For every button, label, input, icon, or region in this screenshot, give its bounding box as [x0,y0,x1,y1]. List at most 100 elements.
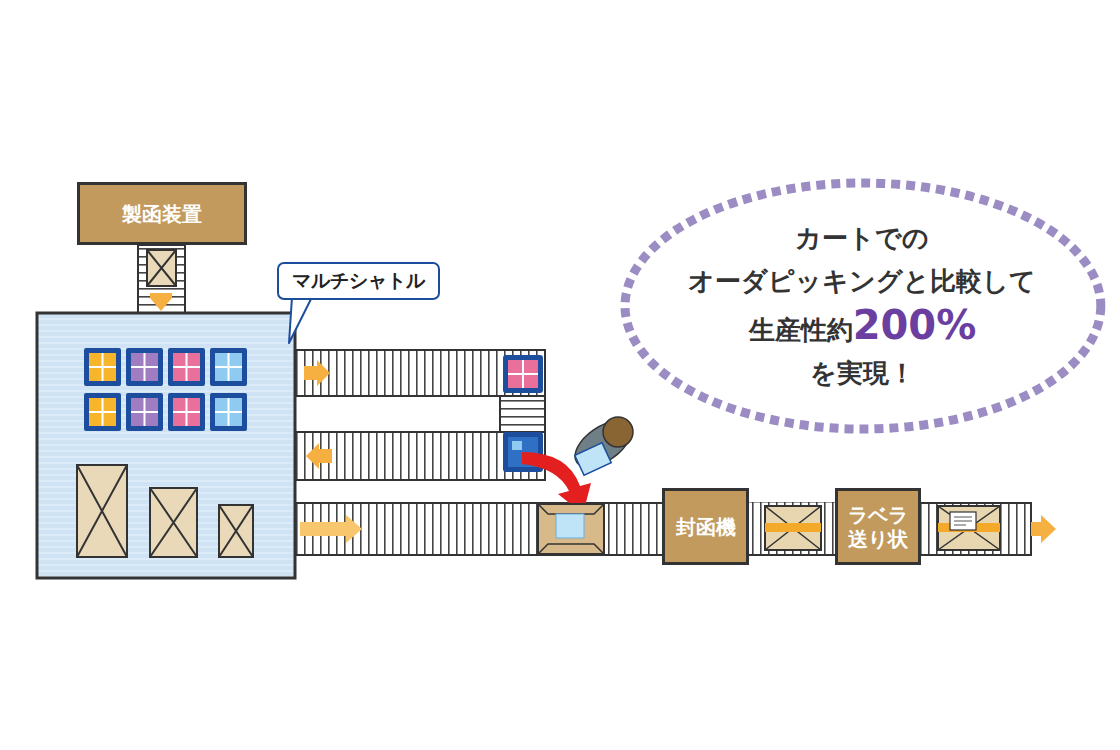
tape [765,523,821,532]
crate-body [147,250,176,286]
flow-arrow [306,443,332,469]
bin-content [131,398,158,426]
bin-grid [84,348,247,431]
flow-arrow [1031,515,1056,543]
carton-item [556,514,584,538]
bin-item [512,441,522,450]
sealed-carton [765,506,821,550]
text-line: 封函機 [676,515,736,539]
bin-divider [173,398,200,426]
worker-body [567,412,639,477]
text-block: カートでのオーダピッキングと比較して生産性約200%を実現！ [688,217,1036,395]
carton [538,504,604,554]
conveyor [295,432,545,480]
crate-cross [147,250,176,286]
bin-content [131,353,158,381]
node-text: 封函機 [676,515,736,539]
bin-divider [173,353,200,381]
bin-content [173,398,200,426]
worker-head [603,417,633,447]
conveyor [138,245,185,315]
labelled-carton [938,506,1000,550]
bin-frame [168,348,205,386]
text-block: マルチシャトル [292,268,425,294]
highlight-number: 200% [853,303,977,347]
flow-arrow [300,515,362,543]
bin-divider [131,398,158,426]
crate-cross [77,465,127,557]
flow-arrow [150,293,172,311]
bin [126,393,163,431]
bin-frame [126,348,163,386]
flow-arrow [304,360,330,386]
carton-cross [938,506,1000,550]
bin-divider [508,360,538,388]
bin-content [173,353,200,381]
multi-shuttle [37,313,295,578]
text-block: 封函機 [676,515,736,539]
bin-divider [89,353,116,381]
crate-cross [219,505,253,557]
crate [147,250,176,286]
bin-divider [215,398,242,426]
crate [77,465,253,557]
node-text: カートでの [795,217,929,260]
bin-frame [84,393,121,431]
machine-box: 製函装置 [77,182,247,245]
text-line: 製函装置 [122,202,202,226]
bin-frame [210,348,247,386]
bin-frame [84,348,121,386]
shipping-label-lines [954,517,972,525]
callout-tail [289,297,312,343]
text-line: マルチシャトル [292,268,425,294]
dashed-ellipse [625,183,1101,429]
highlight-ellipse: カートでのオーダピッキングと比較して生産性約200%を実現！ [620,178,1106,434]
bin [168,348,205,386]
text-line: ラベラ 送り状 [843,503,913,551]
bin-content [89,398,116,426]
bin-divider [131,353,158,381]
conveyor [500,396,545,432]
node-text: ラベラ 送り状 [843,503,913,551]
node-text: 製函装置 [122,202,202,226]
bin [126,348,163,386]
crate-cross [150,488,197,557]
callout-label: マルチシャトル [277,262,440,300]
bin-divider [215,353,242,381]
node-text: オーダピッキングと比較して [688,260,1036,303]
text-line: オーダピッキングと比較して [688,260,1036,303]
shipping-label [950,512,976,530]
bin-content [89,353,116,381]
node-text: を実現！ [810,352,915,395]
bin-frame [168,393,205,431]
conveyor [295,350,545,396]
carton-flaps [538,504,604,554]
crate-body [219,505,253,557]
bin-content [215,353,242,381]
bin [84,393,121,431]
bin-frame [126,393,163,431]
crate-body [77,465,127,557]
bin [210,348,247,386]
text-line: を実現！ [810,352,915,395]
crate-body [150,488,197,557]
text-line: カートでの [795,217,929,260]
bin [210,393,247,431]
bin [84,348,121,386]
bin-content [508,360,538,388]
bin [168,393,205,431]
bin-content [215,398,242,426]
node-text: 生産性約 [749,309,853,352]
text-block: ラベラ 送り状 [843,503,913,551]
machine-box: 封函機 [662,488,749,565]
held-item [575,443,611,476]
bin [503,355,543,393]
text-line: 生産性約200% [749,303,977,352]
carton-cross [765,506,821,550]
bin-divider [89,398,116,426]
bin-frame [210,393,247,431]
text-block: 製函装置 [122,202,202,226]
machine-box: ラベラ 送り状 [835,488,921,565]
conveyor-connector [749,503,835,551]
node-text: マルチシャトル [292,268,425,294]
